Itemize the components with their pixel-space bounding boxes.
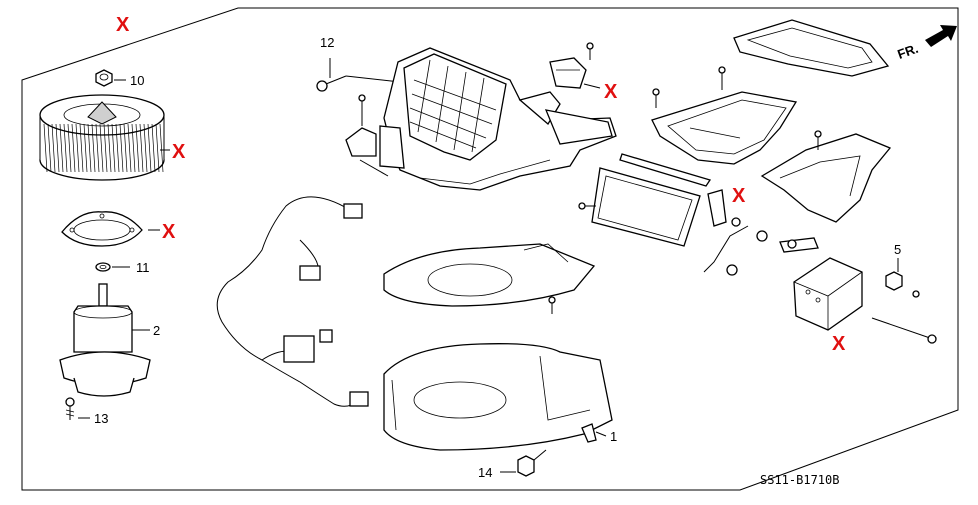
fan-blade <box>71 123 76 173</box>
screw-part-13 <box>65 397 90 420</box>
fan-blade <box>103 123 108 173</box>
diagram-frame <box>21 7 959 491</box>
gasket-part <box>61 211 143 247</box>
fan-blade <box>63 123 68 173</box>
callout-13: 13 <box>94 411 108 426</box>
fan-blade <box>151 123 156 173</box>
long-bolt <box>871 317 937 344</box>
linkage-arm <box>703 189 819 276</box>
fan-blade <box>123 123 128 173</box>
nut-part-10 <box>95 69 126 87</box>
fan-blade <box>59 123 64 173</box>
fan-blade <box>131 123 136 173</box>
fan-blade <box>83 123 88 173</box>
remove-mark-resistor: X <box>604 81 618 103</box>
fan-blade <box>147 123 152 173</box>
leader-lines <box>132 149 170 331</box>
remove-mark-frame: X <box>116 14 130 36</box>
fan-blade <box>155 123 160 173</box>
bolt-part-12 <box>316 58 401 92</box>
remove-mark-linkage: X <box>732 185 746 207</box>
blower-fan-wheel <box>39 94 165 181</box>
callout-1: 1 <box>610 429 617 444</box>
fan-blade <box>159 123 164 173</box>
remove-mark-fan: X <box>172 141 186 163</box>
front-direction-arrow: FR. <box>895 25 957 62</box>
fan-blade <box>79 123 84 173</box>
front-label: FR. <box>895 41 920 62</box>
remove-mark-actuator: X <box>832 333 846 355</box>
seal-frame <box>733 19 890 77</box>
fan-blade <box>55 123 60 173</box>
fan-blade <box>91 123 96 173</box>
fan-blade <box>139 123 144 173</box>
washer-part-11 <box>95 262 130 272</box>
lower-blower-case <box>383 343 613 477</box>
air-filter <box>578 153 712 247</box>
fan-blade <box>67 123 72 173</box>
fan-blade <box>119 123 124 173</box>
bracket-left <box>345 94 389 177</box>
callout-12: 12 <box>320 35 334 50</box>
fan-blade <box>107 123 112 173</box>
fan-blade <box>75 123 80 173</box>
fan-blade <box>143 123 148 173</box>
fan-blade <box>43 123 48 173</box>
fan-blade <box>95 123 100 173</box>
fan-blade <box>135 123 140 173</box>
diagram-code: SS11-B1710B <box>760 473 839 487</box>
callout-10: 10 <box>130 73 144 88</box>
grille-slats <box>409 59 497 153</box>
callout-11: 11 <box>136 260 150 275</box>
resistor-part <box>549 42 601 89</box>
fan-blade <box>51 123 56 173</box>
wire-harness <box>216 196 369 407</box>
filter-lid <box>651 66 798 165</box>
callout-14: 14 <box>478 465 492 480</box>
air-duct-right <box>760 130 892 223</box>
fan-blade <box>87 123 92 173</box>
fan-blade <box>99 123 104 173</box>
fan-blade <box>127 123 132 173</box>
upper-case-housing <box>379 47 617 191</box>
fan-blade <box>47 123 52 173</box>
mid-case-plate <box>383 243 596 314</box>
callout-2: 2 <box>153 323 160 338</box>
callout-5: 5 <box>894 242 901 257</box>
actuator-motor <box>793 257 863 331</box>
nut-part-5 <box>885 258 920 298</box>
fan-blade <box>111 123 116 173</box>
fan-blade <box>115 123 120 173</box>
blower-motor-part-2 <box>59 283 151 397</box>
remove-mark-gasket: X <box>162 221 176 243</box>
